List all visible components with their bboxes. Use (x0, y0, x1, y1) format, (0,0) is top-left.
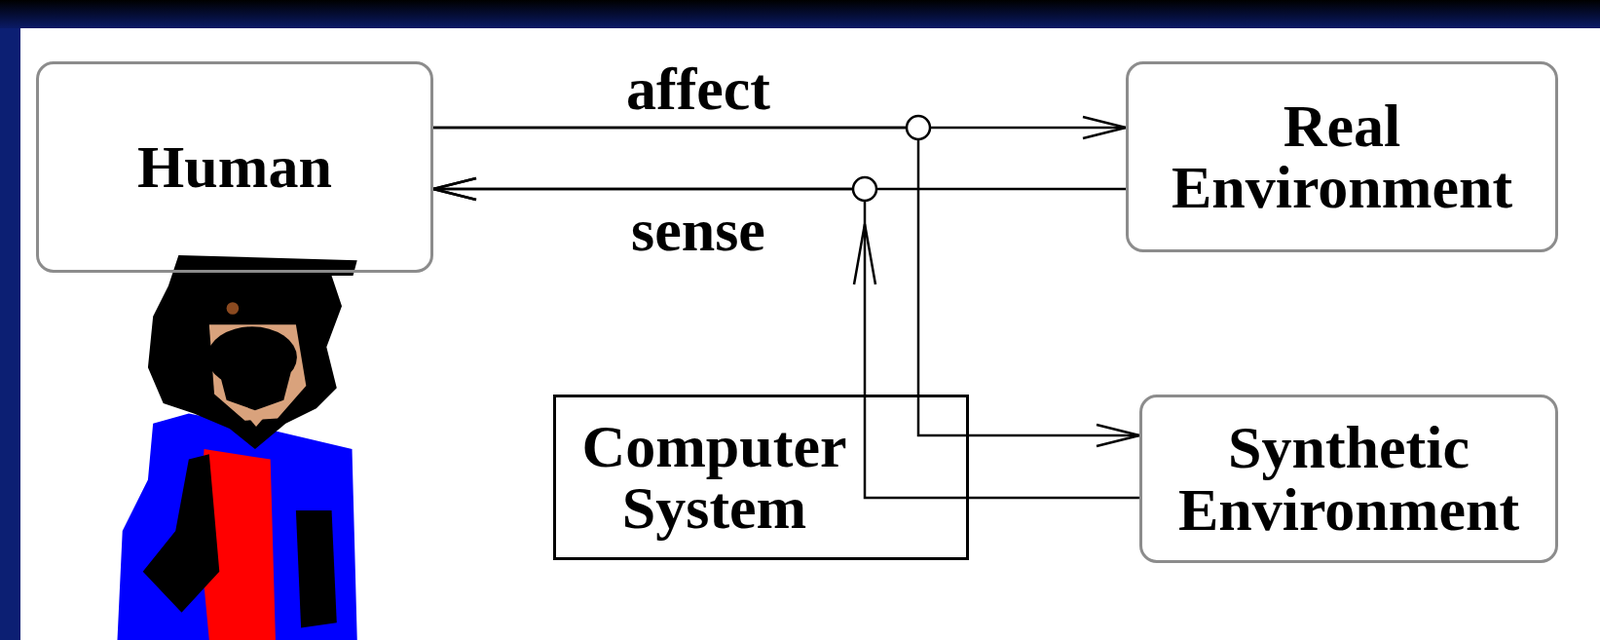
edge-label: sense (627, 196, 770, 263)
rounded-box: Real Environment (1125, 61, 1559, 253)
edge-label: affect (622, 55, 775, 122)
junction-marks (853, 115, 931, 285)
rounded-box: Synthetic Environment (1139, 394, 1559, 563)
title-band (0, 0, 1600, 29)
system-box: Computer System (553, 394, 969, 560)
node-label: Synthetic Environment (1153, 416, 1544, 540)
rounded-box: Human (36, 61, 434, 273)
node-label: Real Environment (1147, 95, 1537, 219)
connector (433, 127, 1140, 447)
node-label: Computer System (569, 415, 859, 539)
node-label: Human (137, 136, 333, 198)
